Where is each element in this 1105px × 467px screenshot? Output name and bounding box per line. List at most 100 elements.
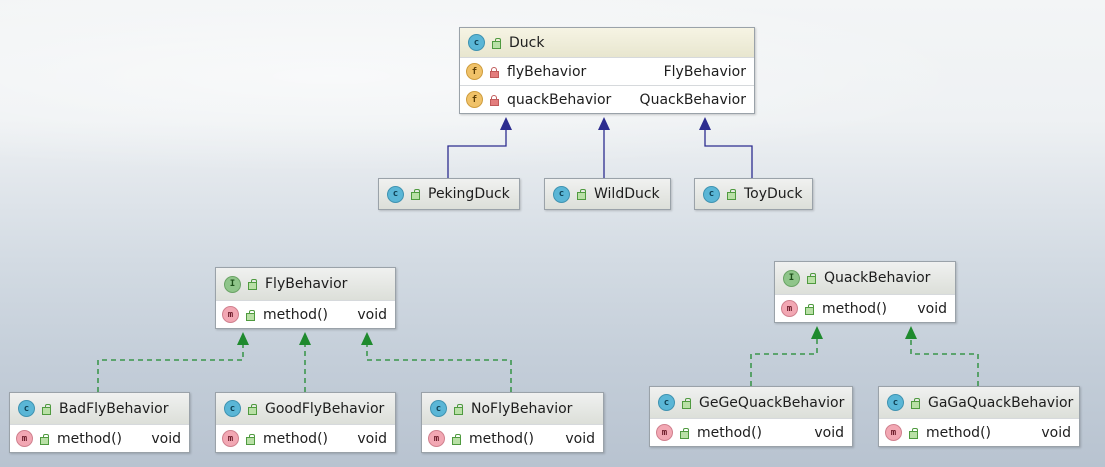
method-row[interactable]: m method() void xyxy=(650,418,852,446)
method-icon: m xyxy=(222,430,239,447)
class-header: c PekingDuck xyxy=(379,179,519,209)
public-lock-icon xyxy=(410,189,420,200)
class-icon: c xyxy=(18,400,35,417)
arrowhead-wildduck xyxy=(598,117,610,130)
class-name: ToyDuck xyxy=(744,186,803,202)
class-header: c GaGaQuackBehavior xyxy=(879,387,1079,418)
field-row[interactable]: f quackBehavior QuackBehavior xyxy=(460,85,754,113)
method-return-type: void xyxy=(151,430,181,447)
field-type: FlyBehavior xyxy=(663,63,746,80)
edge-nofly-to-flybehavior xyxy=(366,345,512,392)
method-name: method() xyxy=(57,430,122,447)
field-name: quackBehavior xyxy=(507,91,612,108)
public-lock-icon xyxy=(576,189,586,200)
arrowhead-nofly xyxy=(361,332,373,345)
public-lock-icon xyxy=(491,37,501,49)
class-header: c GeGeQuackBehavior xyxy=(650,387,852,418)
class-name: GeGeQuackBehavior xyxy=(699,394,845,411)
edge-gege-to-quackbehavior xyxy=(750,339,818,386)
interface-flybehavior[interactable]: I FlyBehavior m method() void xyxy=(215,267,396,329)
public-lock-icon xyxy=(247,279,257,290)
class-header: c WildDuck xyxy=(545,179,670,209)
class-toyduck[interactable]: c ToyDuck xyxy=(694,178,813,210)
class-gagaquackbehavior[interactable]: c GaGaQuackBehavior m method() void xyxy=(878,386,1080,447)
interface-quackbehavior[interactable]: I QuackBehavior m method() void xyxy=(774,261,956,323)
class-gegequackbehavior[interactable]: c GeGeQuackBehavior m method() void xyxy=(649,386,853,447)
method-icon: m xyxy=(885,424,902,441)
public-lock-icon xyxy=(245,433,255,445)
interface-icon: I xyxy=(783,269,800,287)
public-lock-icon xyxy=(453,403,463,415)
public-lock-icon xyxy=(806,273,816,284)
field-name: flyBehavior xyxy=(507,63,587,80)
class-name: Duck xyxy=(509,34,545,51)
private-lock-icon xyxy=(489,94,499,106)
method-icon: m xyxy=(428,430,445,447)
interface-header: I FlyBehavior xyxy=(216,268,395,300)
method-row[interactable]: m method() void xyxy=(422,424,603,452)
method-name: method() xyxy=(697,424,762,441)
method-return-type: void xyxy=(357,306,387,323)
public-lock-icon xyxy=(681,397,691,409)
interface-name: QuackBehavior xyxy=(824,270,931,286)
class-duck-header: c Duck xyxy=(460,28,754,57)
arrowhead-pekingduck xyxy=(500,117,512,130)
class-header: c GoodFlyBehavior xyxy=(216,393,395,424)
public-lock-icon xyxy=(41,403,51,415)
class-icon: c xyxy=(387,185,404,203)
class-icon: c xyxy=(703,185,720,203)
public-lock-icon xyxy=(247,403,257,415)
arrowhead-badfly xyxy=(237,332,249,345)
method-icon: m xyxy=(16,430,33,447)
edge-badfly-to-flybehavior xyxy=(97,345,244,392)
class-name: PekingDuck xyxy=(428,186,510,202)
method-name: method() xyxy=(263,430,328,447)
class-name: NoFlyBehavior xyxy=(471,400,573,417)
edge-pekingduck-to-duck xyxy=(447,130,507,178)
class-header: c NoFlyBehavior xyxy=(422,393,603,424)
inheritance-edges xyxy=(447,130,753,178)
class-pekingduck[interactable]: c PekingDuck xyxy=(378,178,520,210)
public-lock-icon xyxy=(451,433,461,445)
method-name: method() xyxy=(263,306,328,323)
class-duck[interactable]: c Duck f flyBehavior FlyBehavior f quack… xyxy=(459,27,755,114)
interface-header: I QuackBehavior xyxy=(775,262,955,294)
method-return-type: void xyxy=(814,424,844,441)
method-row[interactable]: m method() void xyxy=(216,424,395,452)
class-wildduck[interactable]: c WildDuck xyxy=(544,178,671,210)
method-row[interactable]: m method() void xyxy=(10,424,189,452)
arrowhead-gege xyxy=(811,326,823,339)
class-icon: c xyxy=(553,185,570,203)
method-return-type: void xyxy=(565,430,595,447)
class-icon: c xyxy=(224,400,241,417)
class-header: c BadFlyBehavior xyxy=(10,393,189,424)
public-lock-icon xyxy=(908,427,918,439)
edge-toyduck-to-duck xyxy=(704,130,753,178)
method-row[interactable]: m method() void xyxy=(216,300,395,328)
method-icon: m xyxy=(222,306,239,323)
arrowhead-toyduck xyxy=(699,117,711,130)
class-badflybehavior[interactable]: c BadFlyBehavior m method() void xyxy=(9,392,190,453)
class-header: c ToyDuck xyxy=(695,179,812,209)
class-name: GoodFlyBehavior xyxy=(265,400,385,417)
method-icon: m xyxy=(656,424,673,441)
interface-name: FlyBehavior xyxy=(265,276,348,292)
arrowhead-goodfly xyxy=(299,332,311,345)
class-noflybehavior[interactable]: c NoFlyBehavior m method() void xyxy=(421,392,604,453)
method-row[interactable]: m method() void xyxy=(879,418,1079,446)
class-name: BadFlyBehavior xyxy=(59,400,169,417)
field-icon: f xyxy=(466,91,483,108)
public-lock-icon xyxy=(679,427,689,439)
class-icon: c xyxy=(430,400,447,417)
class-icon: c xyxy=(887,394,904,411)
class-goodflybehavior[interactable]: c GoodFlyBehavior m method() void xyxy=(215,392,396,453)
method-row[interactable]: m method() void xyxy=(775,294,955,322)
field-row[interactable]: f flyBehavior FlyBehavior xyxy=(460,57,754,85)
method-name: method() xyxy=(822,300,887,317)
field-icon: f xyxy=(466,63,483,80)
class-icon: c xyxy=(468,34,485,51)
interface-icon: I xyxy=(224,275,241,293)
private-lock-icon xyxy=(489,66,499,78)
method-name: method() xyxy=(926,424,991,441)
